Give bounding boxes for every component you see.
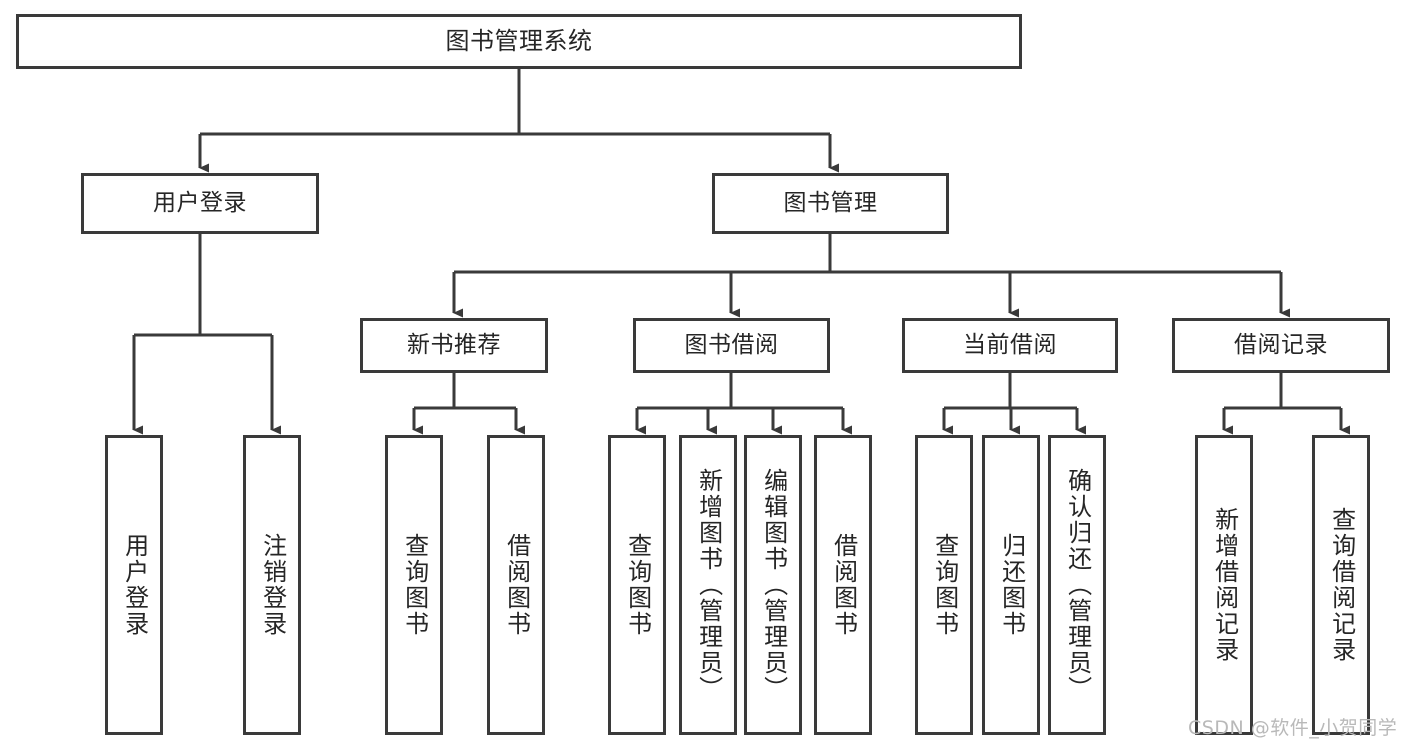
node-label: 查询图书 bbox=[623, 533, 652, 637]
node-new-book-recommend[interactable]: 新书推荐 bbox=[360, 318, 548, 373]
node-label: 用户登录 bbox=[153, 189, 247, 216]
node-label: 注销登录 bbox=[258, 533, 287, 637]
leaf-user-login[interactable]: 用户登录 bbox=[105, 435, 163, 735]
node-book-borrow[interactable]: 图书借阅 bbox=[633, 318, 830, 373]
leaf-borrow-book[interactable]: 借阅图书 bbox=[814, 435, 872, 735]
node-label: 用户登录 bbox=[120, 533, 149, 637]
node-label: 归还图书 bbox=[997, 533, 1026, 637]
leaf-user-logout[interactable]: 注销登录 bbox=[243, 435, 301, 735]
leaf-query-book-recommend[interactable]: 查询图书 bbox=[385, 435, 443, 735]
node-label: 新增图书（管理员） bbox=[694, 468, 723, 702]
node-label: 新增借阅记录 bbox=[1210, 507, 1239, 663]
leaf-confirm-return-admin[interactable]: 确认归还（管理员） bbox=[1048, 435, 1106, 735]
leaf-add-borrow-record[interactable]: 新增借阅记录 bbox=[1195, 435, 1253, 735]
leaf-edit-book-admin[interactable]: 编辑图书（管理员） bbox=[744, 435, 802, 735]
node-label: 图书管理系统 bbox=[445, 27, 593, 56]
node-label: 查询图书 bbox=[400, 533, 429, 637]
leaf-return-book[interactable]: 归还图书 bbox=[982, 435, 1040, 735]
node-label: 图书借阅 bbox=[684, 331, 779, 358]
leaf-query-borrow-record[interactable]: 查询借阅记录 bbox=[1312, 435, 1370, 735]
node-label: 图书管理 bbox=[783, 189, 878, 216]
node-label: 确认归还（管理员） bbox=[1063, 468, 1092, 702]
node-root-system[interactable]: 图书管理系统 bbox=[16, 14, 1022, 69]
node-label: 借阅图书 bbox=[829, 533, 858, 637]
node-label: 查询图书 bbox=[930, 533, 959, 637]
leaf-borrow-book-recommend[interactable]: 借阅图书 bbox=[487, 435, 545, 735]
node-label: 借阅记录 bbox=[1234, 331, 1328, 358]
node-user-login[interactable]: 用户登录 bbox=[81, 173, 319, 234]
node-current-borrow[interactable]: 当前借阅 bbox=[902, 318, 1118, 373]
node-label: 编辑图书（管理员） bbox=[759, 468, 788, 702]
node-label: 借阅图书 bbox=[502, 533, 531, 637]
leaf-query-book-current[interactable]: 查询图书 bbox=[915, 435, 973, 735]
node-label: 新书推荐 bbox=[407, 331, 501, 358]
node-book-manage[interactable]: 图书管理 bbox=[712, 173, 949, 234]
watermark-text: CSDN @软件_小贺同学 bbox=[1188, 717, 1398, 739]
leaf-add-book-admin[interactable]: 新增图书（管理员） bbox=[679, 435, 737, 735]
leaf-query-book[interactable]: 查询图书 bbox=[608, 435, 666, 735]
node-borrow-record[interactable]: 借阅记录 bbox=[1172, 318, 1390, 373]
node-label: 当前借阅 bbox=[963, 331, 1057, 358]
node-label: 查询借阅记录 bbox=[1327, 507, 1356, 663]
